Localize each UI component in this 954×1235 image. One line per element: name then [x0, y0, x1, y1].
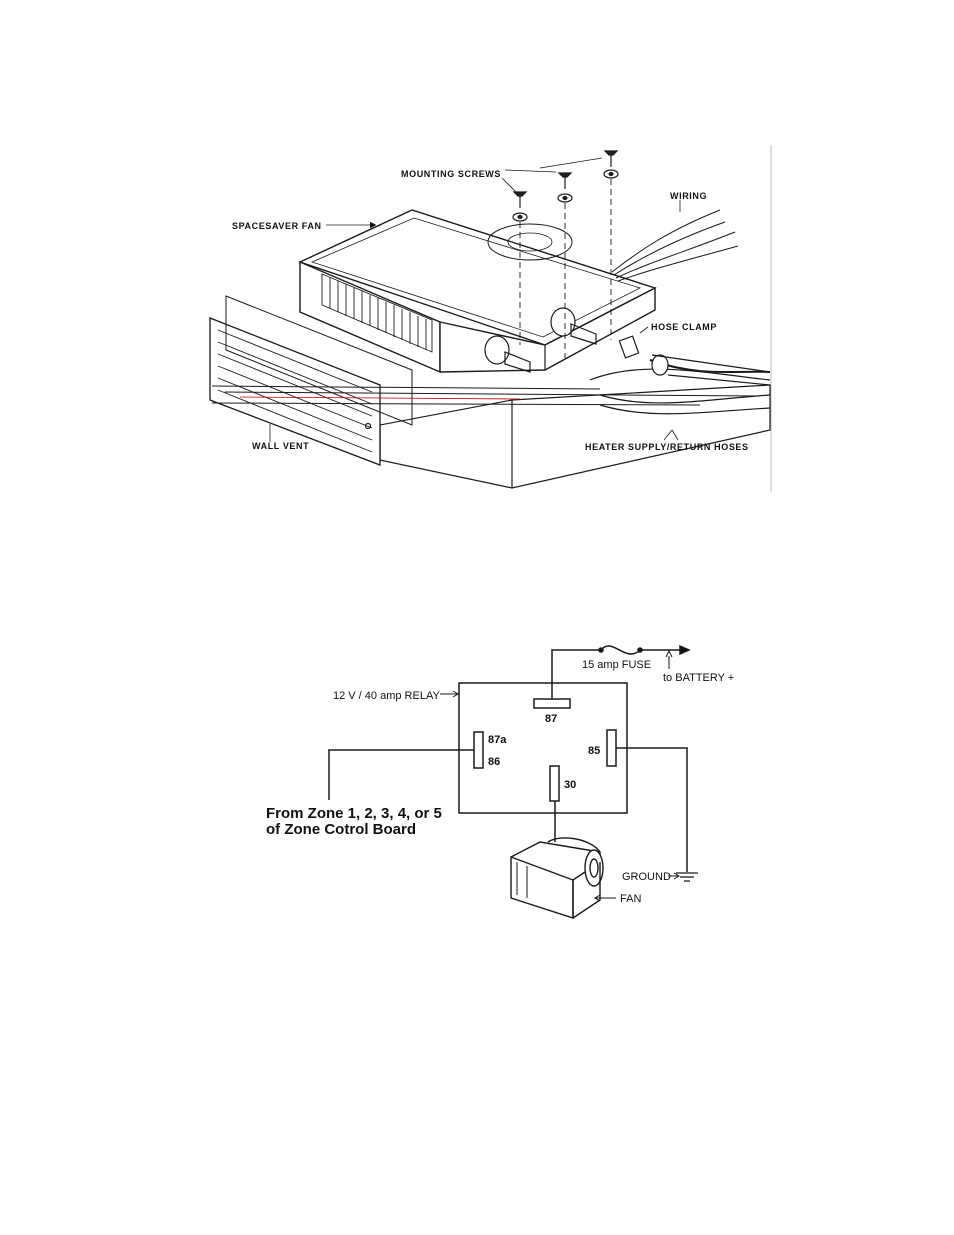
wire-87-fuse: [552, 650, 600, 699]
source-label-line1: From Zone 1, 2, 3, 4, or 5: [266, 805, 442, 822]
fan-motor-icon: [511, 838, 603, 918]
ground-label: GROUND: [622, 871, 671, 883]
spacesaver-fan-label: SPACESAVER FAN: [232, 221, 322, 231]
fuse-label: 15 amp FUSE: [582, 659, 651, 671]
pin-87a-label: 87a: [488, 734, 507, 746]
pin-85-label: 85: [588, 745, 600, 757]
wiring-label: WIRING: [670, 191, 707, 201]
heater-hoses-label: HEATER SUPPLY/RETURN HOSES: [585, 442, 749, 452]
pin-30-label: 30: [564, 779, 576, 791]
pin-30: [550, 766, 559, 801]
relay-label: 12 V / 40 amp RELAY: [333, 690, 440, 702]
pin-87: [534, 699, 570, 708]
fan-label: FAN: [620, 893, 641, 905]
ground-icon: [676, 873, 698, 881]
battery-label: to BATTERY +: [663, 672, 734, 684]
pin-87a-86: [474, 732, 483, 768]
pin-85: [607, 730, 616, 766]
wall-vent-label: WALL VENT: [252, 441, 309, 451]
source-label-line2: of Zone Cotrol Board: [266, 821, 416, 838]
pin-87-label: 87: [545, 713, 557, 725]
pin-86-label: 86: [488, 756, 500, 768]
spacesaver-fan-drawing: [300, 210, 655, 372]
battery-arrow-icon: [680, 646, 689, 654]
mounting-screws-label: MOUNTING SCREWS: [401, 169, 501, 179]
wire-86-source: [329, 750, 474, 800]
wiring-drawing: [612, 200, 738, 281]
hose-clamp-label: HOSE CLAMP: [651, 322, 717, 332]
fuse-icon: [601, 646, 640, 654]
